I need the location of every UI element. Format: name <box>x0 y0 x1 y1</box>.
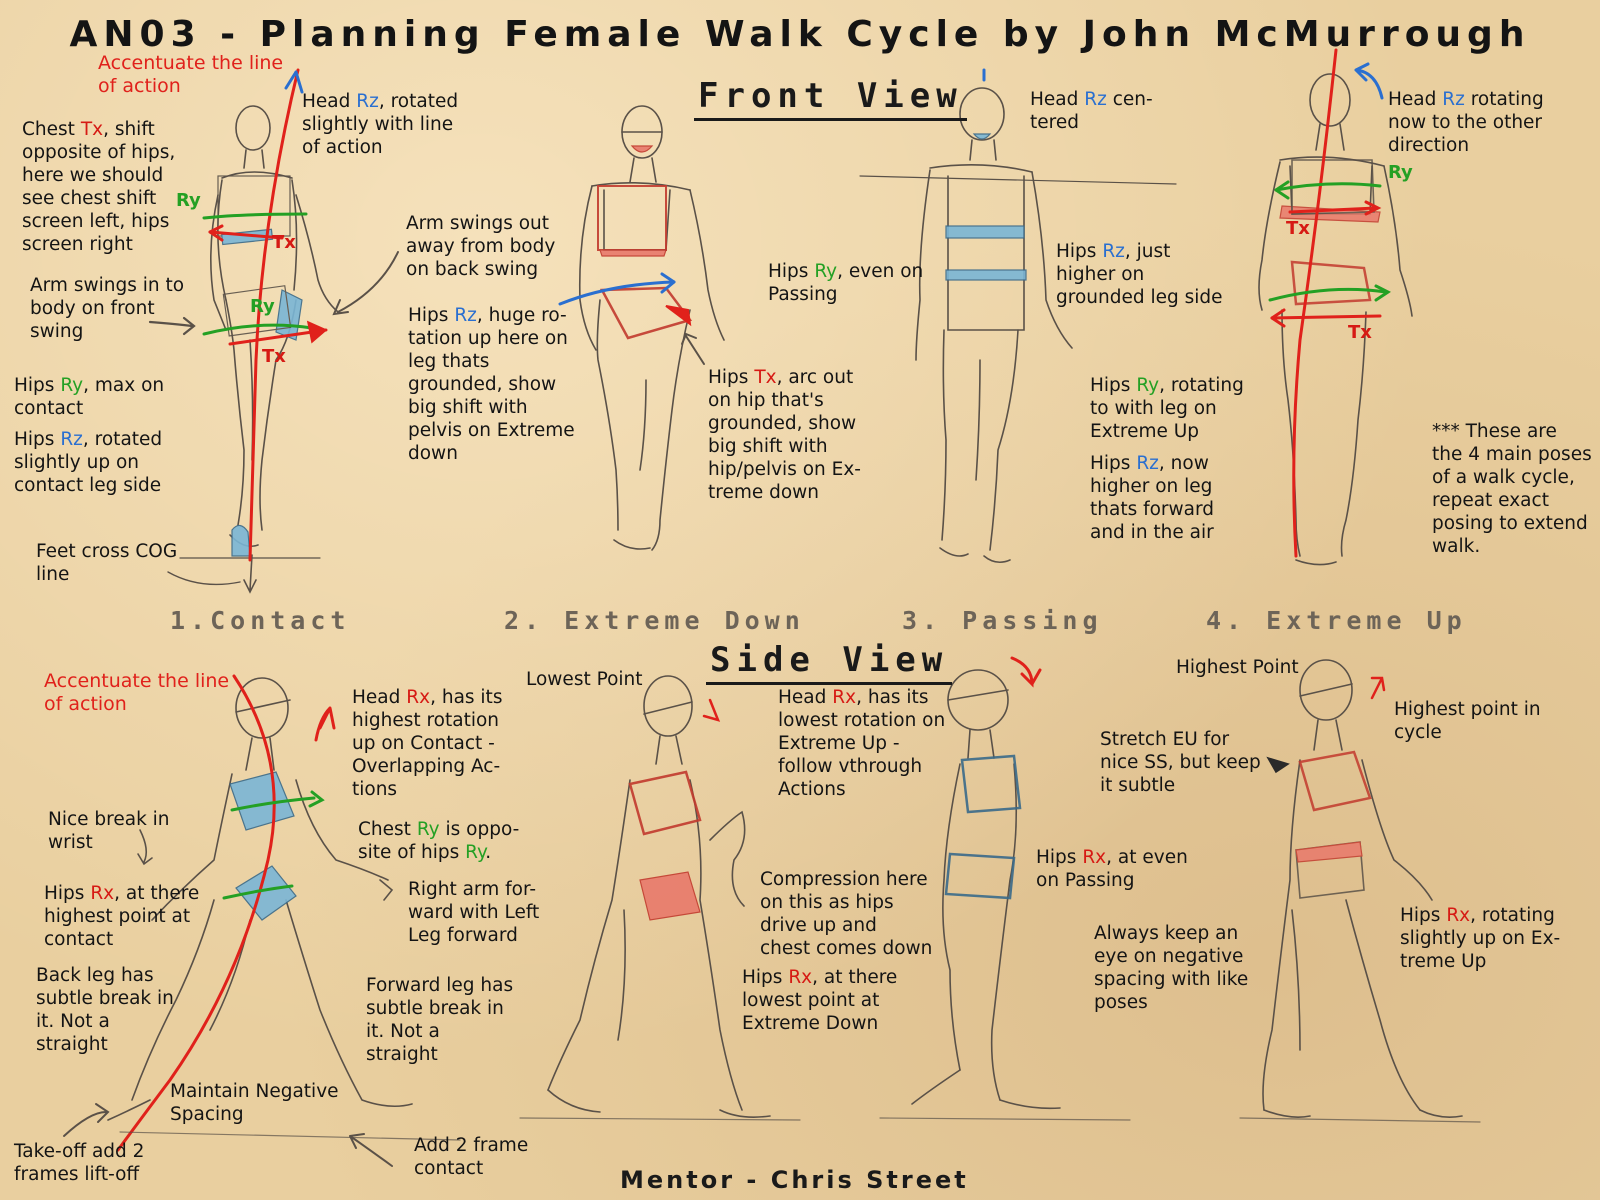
side-note-forward-leg: Forward leg has subtle break in it. Not … <box>366 975 514 1065</box>
pose-label-contact: 1.Contact <box>170 606 351 635</box>
front-note-arm-swings-in: Arm swings in to body on front swing <box>30 275 185 342</box>
side-note-head-rx-highest: Head Rx, has its highest rotation up on … <box>352 687 503 800</box>
tag-tx-3: Tx <box>1286 218 1310 239</box>
front-note-hips-rz-huge: Hips Rz, huge ro- tation up here on leg … <box>408 305 575 464</box>
front-figure-extreme-down <box>578 105 725 551</box>
tag-tx-1: Tx <box>272 232 296 253</box>
side-note-always-keep: Always keep an eye on negative spacing w… <box>1094 923 1249 1013</box>
front-note-main-poses: *** These are the 4 main poses of a walk… <box>1432 421 1592 557</box>
side-figure-passing <box>911 669 1061 1110</box>
front-note-head-rz-other: Head Rz rotating now to the other direct… <box>1388 89 1544 156</box>
side-note-hips-rx-even: Hips Rx, at even on Passing <box>1036 847 1188 891</box>
front-note-head-rz-centered: Head Rz cen- tered <box>1030 89 1153 133</box>
credit-mentor: Mentor - Chris Street <box>620 1166 969 1194</box>
side-note-hips-rx-rotating: Hips Rx, rotating slightly up on Ex- tre… <box>1400 905 1561 972</box>
side-note-right-arm: Right arm for- ward with Left Leg forwar… <box>408 879 540 946</box>
front-note-arm-swings-out: Arm swings out away from body on back sw… <box>406 213 556 280</box>
side-note-highest-in-cycle: Highest point in cycle <box>1394 699 1541 743</box>
front-figure-passing <box>915 68 1073 564</box>
pose-label-extreme-down: 2. Extreme Down <box>504 606 805 635</box>
side-note-highest-point: Highest Point <box>1176 657 1299 678</box>
front-note-hips-ry-rotating: Hips Ry, rotating to with leg on Extreme… <box>1090 375 1244 442</box>
side-note-chest-ry: Chest Ry is oppo- site of hips Ry. <box>358 819 520 863</box>
side-note-lowest-point: Lowest Point <box>526 669 643 690</box>
tag-tx-4: Tx <box>1348 322 1372 343</box>
side-note-back-leg: Back leg has subtle break in it. Not a s… <box>36 965 174 1055</box>
side-note-takeoff: Take-off add 2 frames lift-off <box>14 1141 145 1185</box>
front-note-hips-rz-now: Hips Rz, now higher on leg thats forward… <box>1090 453 1215 543</box>
front-note-hips-ry-max: Hips Ry, max on contact <box>14 375 165 419</box>
side-note-nice-break: Nice break in wrist <box>48 809 170 853</box>
side-view-heading: Side View <box>706 640 953 685</box>
side-figure-extreme-down <box>547 675 771 1118</box>
side-figure-contact <box>107 677 413 1121</box>
page-title: AN03 - Planning Female Walk Cycle by Joh… <box>69 14 1531 55</box>
front-note-hips-tx-arc: Hips Tx, arc out on hip that's grounded,… <box>708 367 861 503</box>
side-note-stretch: Stretch EU for nice SS, but keep it subt… <box>1100 729 1261 796</box>
tag-ry-3: Ry <box>1388 162 1413 183</box>
front-note-hips-rz-higher: Hips Rz, just higher on grounded leg sid… <box>1056 241 1223 308</box>
side-note-maintain-negative: Maintain Negative Spacing <box>170 1081 339 1125</box>
tag-tx-2: Tx <box>262 346 286 367</box>
side-figure-extreme-up <box>1262 659 1463 1118</box>
front-accent-line-of-action: Accentuate the line of action <box>98 52 284 97</box>
front-note-feet-cross: Feet cross COG line <box>36 541 178 585</box>
side-note-add-frame: Add 2 frame contact <box>414 1135 529 1179</box>
tag-ry-1: Ry <box>176 190 201 211</box>
front-note-chest-tx: Chest Tx, shift opposite of hips, here w… <box>22 119 176 255</box>
front-note-hips-ry-passing: Hips Ry, even on Passing <box>768 261 924 305</box>
pose-label-passing: 3. Passing <box>902 606 1103 635</box>
tag-ry-2: Ry <box>250 296 275 317</box>
side-note-hips-rx-lowest: Hips Rx, at there lowest point at Extrem… <box>742 967 898 1034</box>
side-note-hips-rx-contact: Hips Rx, at there highest point at conta… <box>44 883 200 950</box>
front-note-hips-rz-contact: Hips Rz, rotated slightly up on contact … <box>14 429 163 496</box>
side-note-head-rx-lowest: Head Rx, has its lowest rotation on Extr… <box>778 687 946 800</box>
front-figure-contact <box>167 105 339 594</box>
front-view-heading: Front View <box>694 76 967 121</box>
front-note-head-rz-rotated: Head Rz, rotated slightly with line of a… <box>302 91 459 158</box>
side-accent-line-of-action: Accentuate the line of action <box>44 670 230 715</box>
side-note-compression: Compression here on this as hips drive u… <box>760 869 933 959</box>
pose-label-extreme-up: 4. Extreme Up <box>1206 606 1467 635</box>
